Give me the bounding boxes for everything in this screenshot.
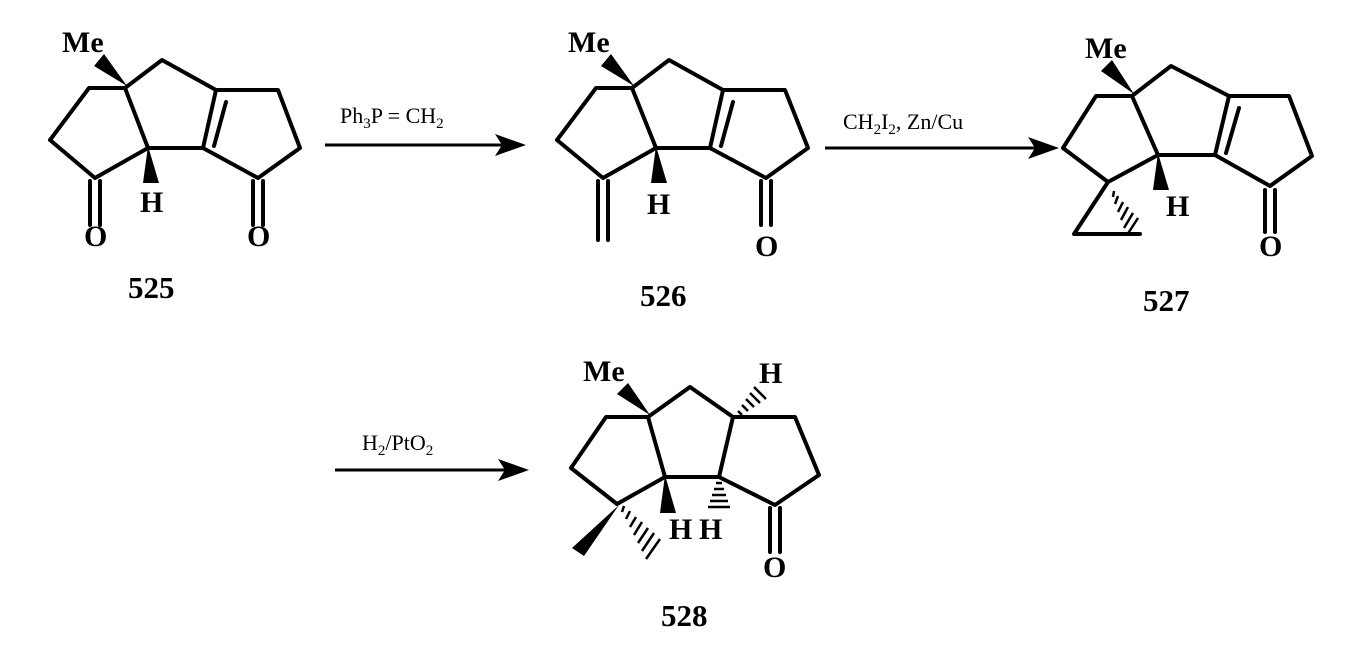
oxygen-label: O: [763, 551, 786, 584]
methyl-wedge: [601, 54, 634, 86]
reagent-step-3: H2/PtO2: [362, 430, 433, 459]
gem-methyl-wedge: [572, 505, 619, 556]
hydrogen-label: H: [759, 357, 782, 390]
oxygen-label: O: [84, 220, 107, 253]
hydrogen-wedge: [651, 146, 667, 183]
hydrogen-wedge: [143, 146, 159, 183]
hydrogen-wedge: [1153, 153, 1169, 190]
reagent-step-2: CH2I2, Zn/Cu: [843, 109, 963, 138]
hydrogen-label: H: [1166, 190, 1189, 223]
compound-number-526: 526: [640, 278, 687, 313]
reagent-step-1: Ph3P = CH2: [340, 103, 444, 132]
methyl-label: Me: [568, 26, 610, 59]
cyclopropane-hash: [1111, 190, 1140, 236]
reaction-arrow-1: [325, 134, 526, 156]
compound-number-528: 528: [661, 598, 708, 633]
methyl-wedge: [94, 54, 127, 86]
hydrogen-wedge: [660, 475, 676, 513]
hydrogen-label: H: [140, 186, 163, 219]
compound-number-525: 525: [128, 270, 175, 305]
gem-methyl-hash: [620, 505, 662, 560]
hydrogen-label: H: [669, 513, 692, 546]
oxygen-label: O: [247, 220, 270, 253]
methyl-label: Me: [1085, 32, 1127, 65]
reaction-arrow-3: [335, 459, 529, 481]
hydrogen-label: H: [647, 188, 670, 221]
oxygen-label: O: [755, 230, 778, 263]
hydrogen-label: H: [699, 513, 722, 546]
ring-fusion-hydrogen-hash: [708, 481, 730, 509]
compound-526-structure: Me H O: [555, 26, 810, 263]
methyl-wedge: [1101, 60, 1134, 94]
reaction-arrow-2: [825, 137, 1059, 159]
methyl-label: Me: [62, 26, 104, 59]
methyl-wedge: [617, 383, 650, 415]
compound-number-527: 527: [1143, 283, 1190, 318]
oxygen-label: O: [1259, 230, 1282, 263]
methyl-label: Me: [583, 355, 625, 388]
compound-527-structure: Me H O: [1061, 32, 1314, 263]
compound-525-structure: Me H O O: [48, 26, 302, 253]
top-hydrogen-hash: [737, 386, 767, 416]
compound-528-structure: Me H H H O: [569, 355, 821, 584]
